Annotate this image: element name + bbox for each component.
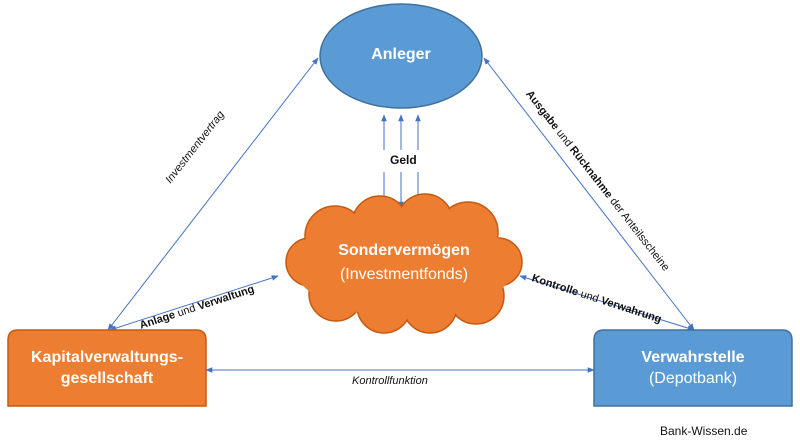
anleger-node [319, 3, 483, 109]
sondervermoegen-subtitle: (Investmentfonds) [339, 266, 469, 283]
kontrollfunktion-label: Kontrollfunktion [352, 375, 428, 387]
anleger-label: Anleger [371, 46, 431, 63]
kvg-label-line2: gesellschaft [60, 370, 154, 387]
anlage-verwaltung-arrow [109, 275, 279, 331]
verwahrstelle-title: Verwahrstelle [641, 349, 745, 366]
kvg-label-line1: Kapitalverwaltungs- [30, 349, 184, 366]
credit-label: Bank-Wissen.de [660, 424, 748, 438]
verwahrstelle-node [593, 329, 793, 407]
verwahrstelle-subtitle: (Depotbank) [648, 370, 738, 387]
kvg-node [7, 329, 207, 407]
ausgabe-ruecknahme-arrow [483, 57, 695, 331]
kontrolle-verwahrung-arrow [519, 275, 695, 331]
sondervermoegen-title: Sondervermögen [338, 242, 470, 259]
investmentvertrag-arrow [107, 57, 319, 331]
geld-label: Geld [388, 153, 419, 167]
